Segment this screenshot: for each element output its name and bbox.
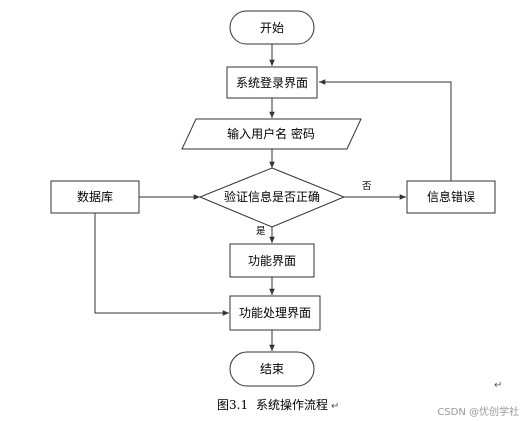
node-process: 功能处理界面 — [229, 295, 321, 331]
watermark: CSDN @优创学社 — [437, 405, 519, 418]
node-function-label: 功能界面 — [248, 254, 296, 268]
caption-text: 系统操作流程 — [256, 397, 328, 412]
node-verify-label: 验证信息是否正确 — [224, 189, 320, 204]
edge-label-yes: 是 — [256, 226, 266, 237]
node-end-label: 结束 — [260, 362, 284, 376]
node-start-label: 开始 — [260, 21, 284, 35]
caption-paragraph-mark-icon: ↵ — [331, 401, 339, 412]
node-function: 功能界面 — [229, 243, 315, 278]
node-login-label: 系统登录界面 — [236, 75, 308, 90]
node-input-label: 输入用户名 密码 — [227, 126, 315, 141]
node-login: 系统登录界面 — [226, 66, 318, 99]
edge-error-login — [319, 79, 452, 181]
node-database-label: 数据库 — [77, 189, 113, 204]
node-process-label: 功能处理界面 — [239, 306, 311, 320]
node-input: 输入用户名 密码 — [181, 118, 362, 150]
figure-caption: 图3.1 系统操作流程 ↵ — [217, 397, 339, 412]
node-error: 信息错误 — [406, 180, 496, 214]
node-start: 开始 — [229, 10, 315, 45]
node-verify: 验证信息是否正确 — [198, 167, 346, 228]
edge-database-process — [94, 213, 229, 316]
node-error-label: 信息错误 — [427, 189, 475, 204]
paragraph-mark-icon: ↵ — [494, 380, 502, 391]
caption-figure-no: 图3.1 — [217, 398, 248, 412]
node-end: 结束 — [229, 351, 315, 387]
node-database: 数据库 — [50, 180, 140, 214]
edges — [94, 44, 452, 351]
edge-label-no: 否 — [362, 181, 372, 192]
